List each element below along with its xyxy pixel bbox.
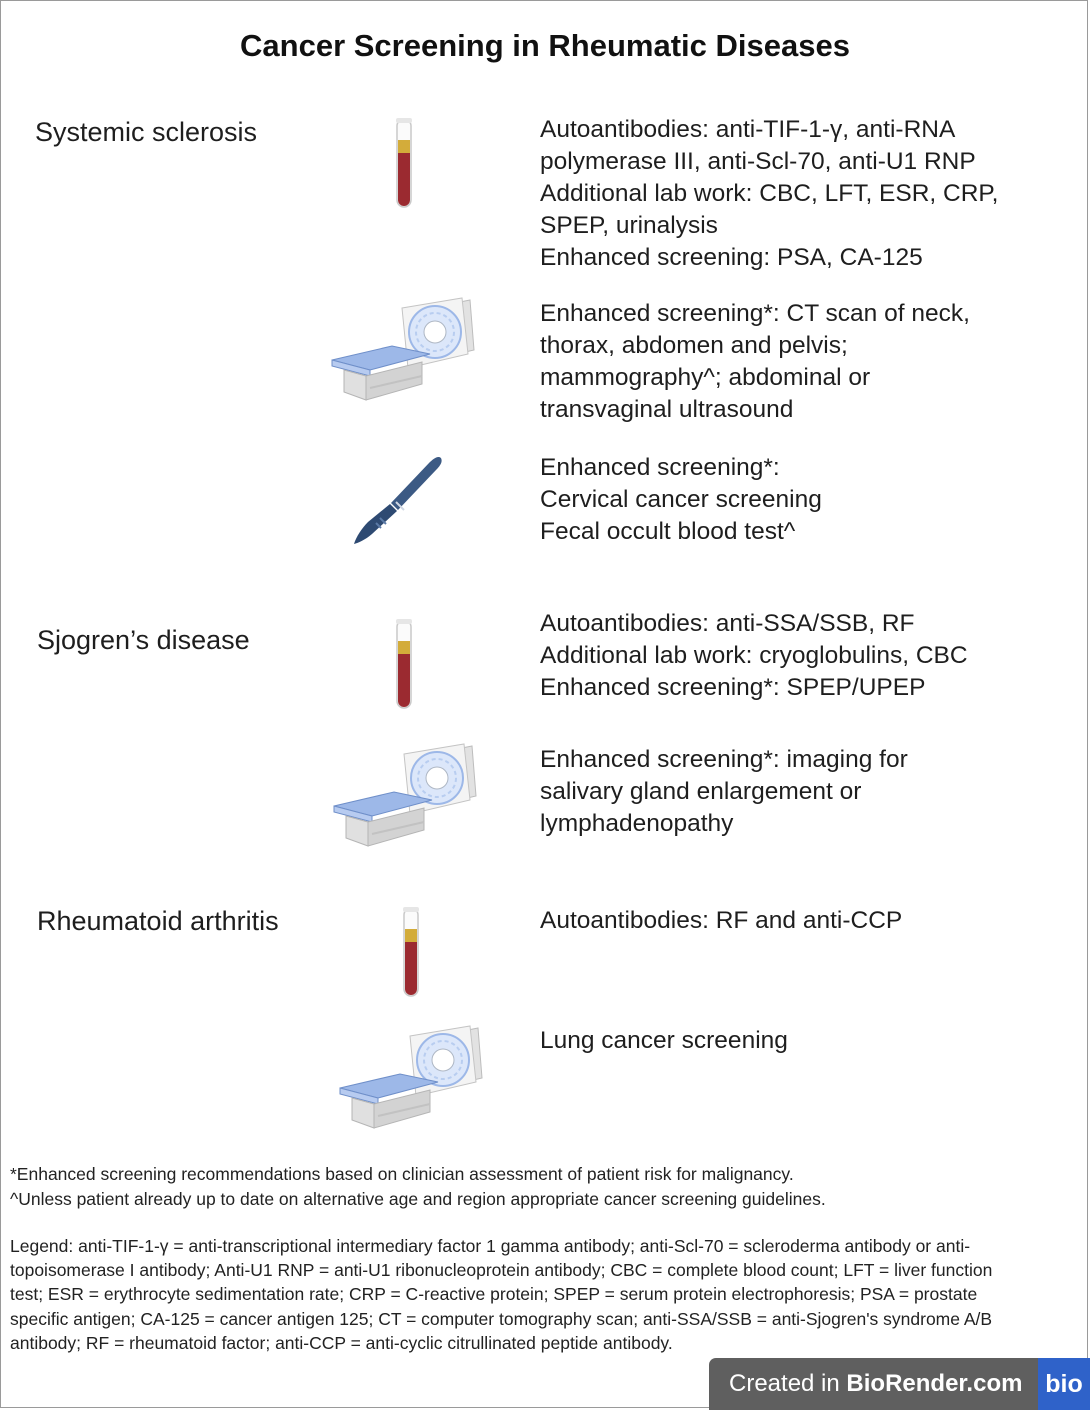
text-block-ssc-lab: Autoantibodies: anti-TIF-1-γ, anti-RNA p… [540, 114, 1080, 274]
text-line: SPEP, urinalysis [540, 212, 718, 239]
badge-prefix: Created in [729, 1370, 847, 1397]
abbreviation-legend: Legend: anti-TIF-1-γ = anti-transcriptio… [10, 1236, 993, 1353]
text-line: Fecal occult blood test^ [540, 518, 796, 545]
scalpel-icon [354, 456, 442, 544]
disease-label-sjogrens: Sjogren’s disease [37, 625, 250, 655]
text-block-ssc-procedures: Enhanced screening*: Cervical cancer scr… [540, 452, 1080, 548]
ct-scanner-icon [333, 743, 477, 847]
text-line: Additional lab work: cryoglobulins, CBC [540, 642, 968, 669]
text-line: thorax, abdomen and pelvis; [540, 332, 848, 359]
disease-label-rheumatoid-arthritis: Rheumatoid arthritis [37, 906, 279, 936]
text-block-sjogren-lab: Autoantibodies: anti-SSA/SSB, RF Additio… [540, 608, 1080, 704]
text-line: Enhanced screening*: imaging for [540, 746, 908, 773]
blood-tube-icon [396, 619, 412, 709]
footnote-asterisk: *Enhanced screening recommendations base… [10, 1164, 794, 1184]
text-block-ra-lab: Autoantibodies: RF and anti-CCP [540, 905, 1080, 937]
text-line: Enhanced screening*: [540, 454, 780, 481]
biorender-logo-icon: bio [1038, 1358, 1090, 1410]
footnote-caret: ^Unless patient already up to date on al… [10, 1189, 826, 1209]
ct-scanner-icon [339, 1025, 483, 1129]
text-line: Additional lab work: CBC, LFT, ESR, CRP, [540, 180, 999, 207]
text-line: Lung cancer screening [540, 1027, 788, 1054]
disease-label-systemic-sclerosis: Systemic sclerosis [35, 117, 258, 147]
figure-title: Cancer Screening in Rheumatic Diseases [240, 28, 850, 63]
text-line: Autoantibodies: anti-TIF-1-γ, anti-RNA [540, 116, 956, 143]
text-block-ssc-imaging: Enhanced screening*: CT scan of neck, th… [540, 298, 1080, 426]
text-line: polymerase III, anti-Scl-70, anti-U1 RNP [540, 148, 976, 175]
biorender-badge[interactable]: Created in BioRender.com bio [709, 1358, 1090, 1410]
footnotes: *Enhanced screening recommendations base… [10, 1162, 1080, 1212]
text-line: Autoantibodies: anti-SSA/SSB, RF [540, 610, 915, 637]
badge-brand: BioRender.com [846, 1370, 1023, 1397]
text-line: Autoantibodies: RF and anti-CCP [540, 907, 903, 934]
text-line: transvaginal ultrasound [540, 396, 794, 423]
blood-tube-icon [396, 118, 412, 208]
text-block-sjogren-imaging: Enhanced screening*: imaging for salivar… [540, 744, 1080, 840]
ct-scanner-icon [331, 297, 475, 401]
text-line: Cervical cancer screening [540, 486, 822, 513]
text-block-ra-imaging: Lung cancer screening [540, 1025, 1080, 1057]
blood-tube-icon [403, 907, 419, 997]
text-line: mammography^; abdominal or [540, 364, 871, 391]
text-line: Enhanced screening*: CT scan of neck, [540, 300, 970, 327]
text-line: Enhanced screening*: SPEP/UPEP [540, 674, 926, 701]
text-line: Enhanced screening: PSA, CA-125 [540, 244, 923, 271]
badge-text: Created in BioRender.com [729, 1370, 1022, 1398]
text-line: salivary gland enlargement or [540, 778, 862, 805]
text-line: lymphadenopathy [540, 810, 734, 837]
